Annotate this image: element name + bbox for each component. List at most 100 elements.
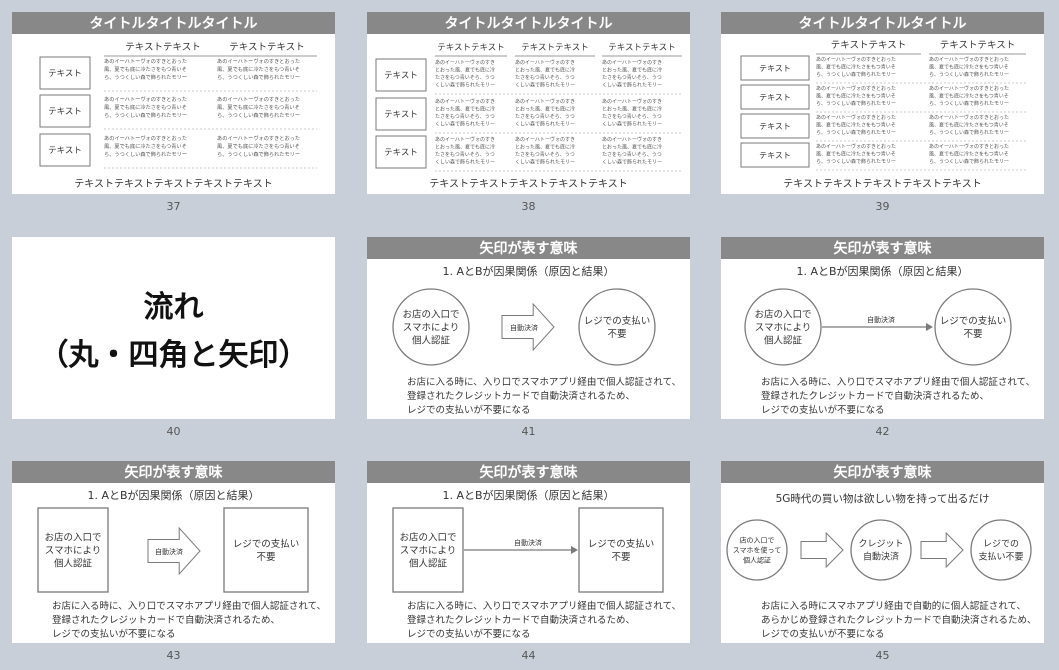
cell-text-line: とおった風、夏でも底に冷 <box>602 67 662 74</box>
description-line: お店に入る時に、入り口でスマホアプリ経由で個人認証されて、 <box>407 376 681 388</box>
cell-text-line: 風、夏でも底に冷たさをもつ青いそ <box>217 65 300 73</box>
title-bar <box>12 461 335 483</box>
column-header: テキストテキスト <box>229 42 304 53</box>
row-label: テキスト <box>759 64 791 73</box>
cell-text-line: とおった風、夏でも底に冷 <box>435 144 495 151</box>
slide-canvas: タイトルタイトルタイトルテキストテキストテキストテキストテキストあのイーハトーヴ… <box>721 12 1044 190</box>
row-label: テキスト <box>384 110 418 120</box>
shape-text-line: お店の入口で <box>402 308 459 320</box>
section-title-line-1: 流れ <box>144 290 204 325</box>
slide-subtitle: 1. AとBが因果関係（原因と結果） <box>796 264 968 278</box>
description-line: お店に入る時に、入り口でスマホアプリ経由で個人認証されて、 <box>52 600 326 612</box>
cell-text-line: 風、夏でも底に冷たさをもつ青いそ <box>217 142 300 150</box>
title-bar <box>721 461 1044 483</box>
slide-title: 矢印が表す意味 <box>834 464 932 481</box>
row-label-box <box>39 56 91 90</box>
title-bar <box>721 237 1044 259</box>
cell-text-line: たさをもつ青いそら、うつ <box>515 113 575 120</box>
cell-text-line: あのイーハトーヴォのすきとおった <box>104 134 187 142</box>
cell-text-line: 風、夏でも底に冷たさをもつ青いそ <box>816 151 896 158</box>
row-label-box <box>740 84 810 110</box>
slide-thumbnail-37[interactable]: タイトルタイトルタイトルテキストテキストテキストテキストテキストあのイーハトーヴ… <box>12 12 335 194</box>
cell-text-line: 風、夏でも底に冷たさをもつ青いそ <box>104 142 187 150</box>
cell-text-line: とおった風、夏でも底に冷 <box>515 67 575 74</box>
description-line: レジでの支払いが不要になる <box>761 628 885 640</box>
slide-title: タイトルタイトルタイトル <box>90 16 258 32</box>
cell-text-line: ら、うつくしい森で飾られたモリー <box>104 111 187 119</box>
description-line: お店に入る時に、入り口でスマホアプリ経由で個人認証されて、 <box>407 600 681 612</box>
step-circle-3 <box>970 519 1032 581</box>
row-label: テキスト <box>759 151 791 160</box>
cell-text-line: あのイーハトーヴォのすき <box>602 98 662 105</box>
shape-text-line: スマホにより <box>755 322 812 333</box>
row-label: テキスト <box>384 148 418 158</box>
cell-text-line: 風、夏でも底に冷たさをもつ青いそ <box>929 151 1009 158</box>
cell-text-line: あのイーハトーヴォのすきとおった <box>217 95 300 103</box>
cell-text-line: あのイーハトーヴォのすきとおった <box>104 57 187 65</box>
arrow-label: 自動決済 <box>510 323 538 332</box>
column-header: テキストテキスト <box>437 43 505 53</box>
cell-text-line: ら、うつくしい森で飾られたモリー <box>929 158 1009 165</box>
shape-text-line: スマホを使って <box>733 545 781 554</box>
cell-text-line: たさをもつ青いそら、うつ <box>435 151 495 158</box>
cause-circle <box>744 288 822 366</box>
shape-text-line: 個人認証 <box>409 557 448 569</box>
step-circle-2 <box>850 519 912 581</box>
cell-text-line: あのイーハトーヴォのすき <box>515 59 575 66</box>
shape-text-line: 不要 <box>611 552 630 563</box>
cell-text-line: あのイーハトーヴォのすきとおった <box>929 114 1009 121</box>
description-line: レジでの支払いが不要になる <box>761 404 885 416</box>
slide-number: 45 <box>875 649 890 662</box>
block-arrow <box>147 526 201 576</box>
slide-number: 43 <box>166 649 181 662</box>
cell-text-line: あのイーハトーヴォのすきとおった <box>816 114 896 121</box>
description-line: レジでの支払いが不要になる <box>407 628 531 640</box>
shape-text-line: 支払い不要 <box>978 551 1023 563</box>
slide-footer: テキストテキストテキストテキストテキスト <box>429 179 628 190</box>
slide-title: 矢印が表す意味 <box>480 240 578 257</box>
cell-text-line: ら、うつくしい森で飾られたモリー <box>816 129 896 136</box>
slide-title: 矢印が表す意味 <box>834 240 932 257</box>
cell-text-line: たさをもつ青いそら、うつ <box>602 113 662 120</box>
block-arrow-2 <box>920 531 964 569</box>
row-label: テキスト <box>759 122 791 131</box>
cell-text-line: あのイーハトーヴォのすき <box>435 98 495 105</box>
cell-text-line: たさをもつ青いそら、うつ <box>515 74 575 81</box>
slide-subtitle: 5G時代の買い物は欲しい物を持って出るだけ <box>776 492 990 505</box>
cell-text-line: 風、夏でも底に冷たさをもつ青いそ <box>816 93 896 100</box>
slide-thumbnail-40[interactable]: 流れ（丸・四角と矢印） <box>12 237 335 419</box>
slide-thumbnail-38[interactable]: タイトルタイトルタイトルテキストテキストテキストテキストテキストテキストテキスト… <box>367 12 690 194</box>
cell-text-line: ら、うつくしい森で飾られたモリー <box>217 73 300 81</box>
shape-text-line: 自動決済 <box>863 551 899 563</box>
cell-text-line: 風、夏でも底に冷たさをもつ青いそ <box>929 122 1009 129</box>
slide-thumbnail-39[interactable]: タイトルタイトルタイトルテキストテキストテキストテキストテキストあのイーハトーヴ… <box>721 12 1044 194</box>
title-bar <box>721 12 1044 34</box>
shape-text-line: 不要 <box>607 329 626 340</box>
shape-text-line: 不要 <box>256 552 275 563</box>
slide-thumbnail-45[interactable]: 矢印が表す意味 5G時代の買い物は欲しい物を持って出るだけ店の入口でスマホを使って… <box>721 461 1044 643</box>
title-bar <box>12 12 335 34</box>
cell-text-line: くしい森で飾られたモリー <box>435 82 495 89</box>
cell-text-line: くしい森で飾られたモリー <box>435 159 495 166</box>
cell-text-line: たさをもつ青いそら、うつ <box>435 74 495 81</box>
description-line: 登録されたクレジットカードで自動決済されるため、 <box>407 390 635 402</box>
slide-number: 39 <box>875 200 890 213</box>
slide-number: 40 <box>166 425 181 438</box>
arrow-head <box>926 323 933 331</box>
cell-text-line: ら、うつくしい森で飾られたモリー <box>929 100 1009 107</box>
cell-text-line: あのイーハトーヴォのすきとおった <box>217 134 300 142</box>
slide-canvas: 流れ（丸・四角と矢印） <box>39 290 309 373</box>
cell-text-line: あのイーハトーヴォのすきとおった <box>929 143 1009 150</box>
shape-text-line: お店の入口で <box>399 531 456 543</box>
slide-number: 44 <box>521 649 536 662</box>
cell-text-line: とおった風、夏でも底に冷 <box>602 106 662 113</box>
cell-text-line: 風、夏でも底に冷たさをもつ青いそ <box>929 64 1009 71</box>
row-label-box <box>375 97 427 131</box>
shape-text-line: 店の入口で <box>740 535 775 544</box>
cell-text-line: あのイーハトーヴォのすき <box>515 136 575 143</box>
